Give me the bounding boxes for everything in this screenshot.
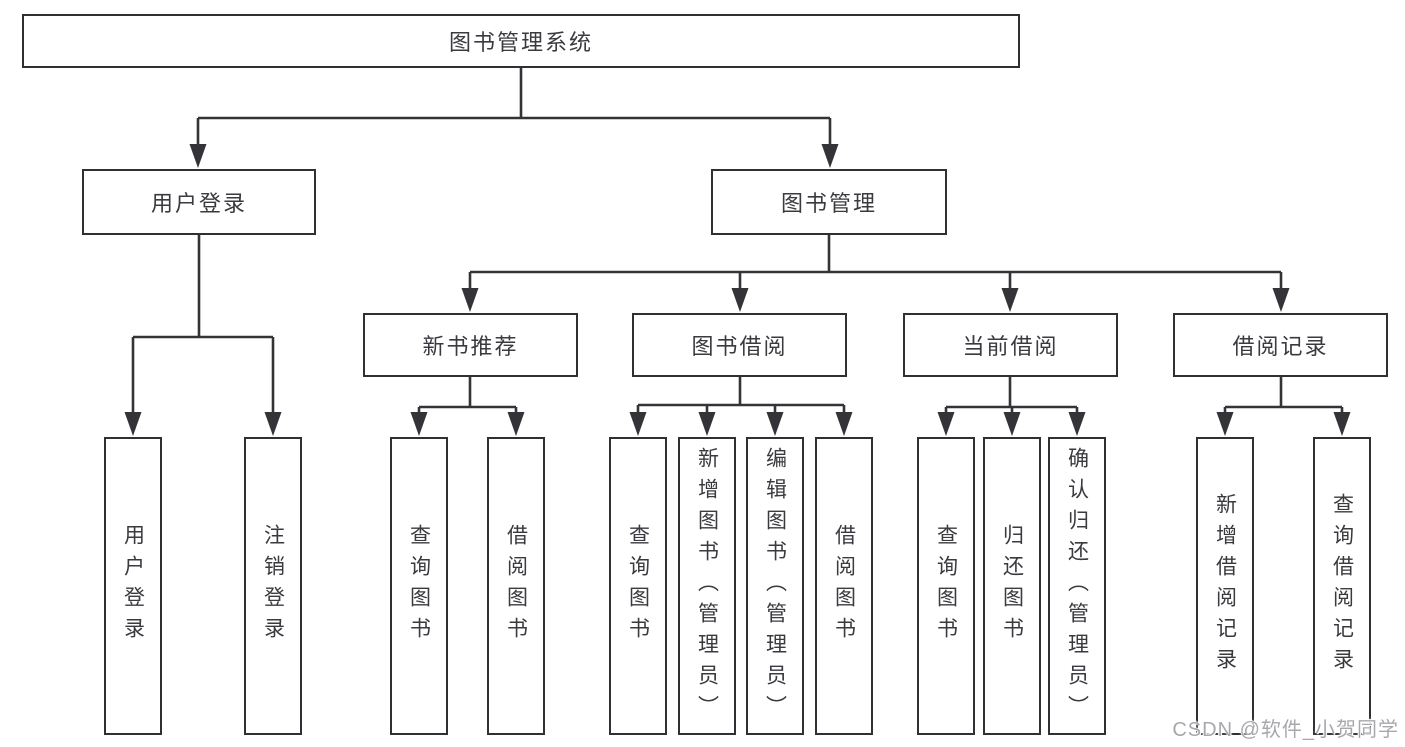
- leaf-add-borrow-record: 新增借阅记录: [1196, 437, 1254, 735]
- node-book-management: 图书管理: [711, 169, 947, 235]
- watermark-text: CSDN @软件_小贺同学: [1172, 719, 1399, 741]
- node-book-borrowing: 图书借阅: [632, 313, 847, 377]
- node-library-system: 图书管理系统: [22, 14, 1020, 68]
- leaf-add-books-admin: 新增图书（管理员）: [678, 437, 736, 735]
- leaf-user-login: 用户登录: [104, 437, 162, 735]
- leaf-query-books-recommend: 查询图书: [390, 437, 448, 735]
- leaf-borrow-books-borrowing: 借阅图书: [815, 437, 873, 735]
- leaf-query-books-borrowing: 查询图书: [609, 437, 667, 735]
- node-borrowing-records: 借阅记录: [1173, 313, 1388, 377]
- leaf-query-books-current: 查询图书: [917, 437, 975, 735]
- leaf-confirm-return-admin: 确认归还（管理员）: [1048, 437, 1106, 735]
- node-user-login: 用户登录: [82, 169, 316, 235]
- leaf-return-books: 归还图书: [983, 437, 1041, 735]
- node-current-borrowing: 当前借阅: [903, 313, 1118, 377]
- leaf-logout: 注销登录: [244, 437, 302, 735]
- leaf-edit-books-admin: 编辑图书（管理员）: [746, 437, 804, 735]
- leaf-borrow-books-recommend: 借阅图书: [487, 437, 545, 735]
- node-new-book-recommendation: 新书推荐: [363, 313, 578, 377]
- leaf-query-borrow-record: 查询借阅记录: [1313, 437, 1371, 735]
